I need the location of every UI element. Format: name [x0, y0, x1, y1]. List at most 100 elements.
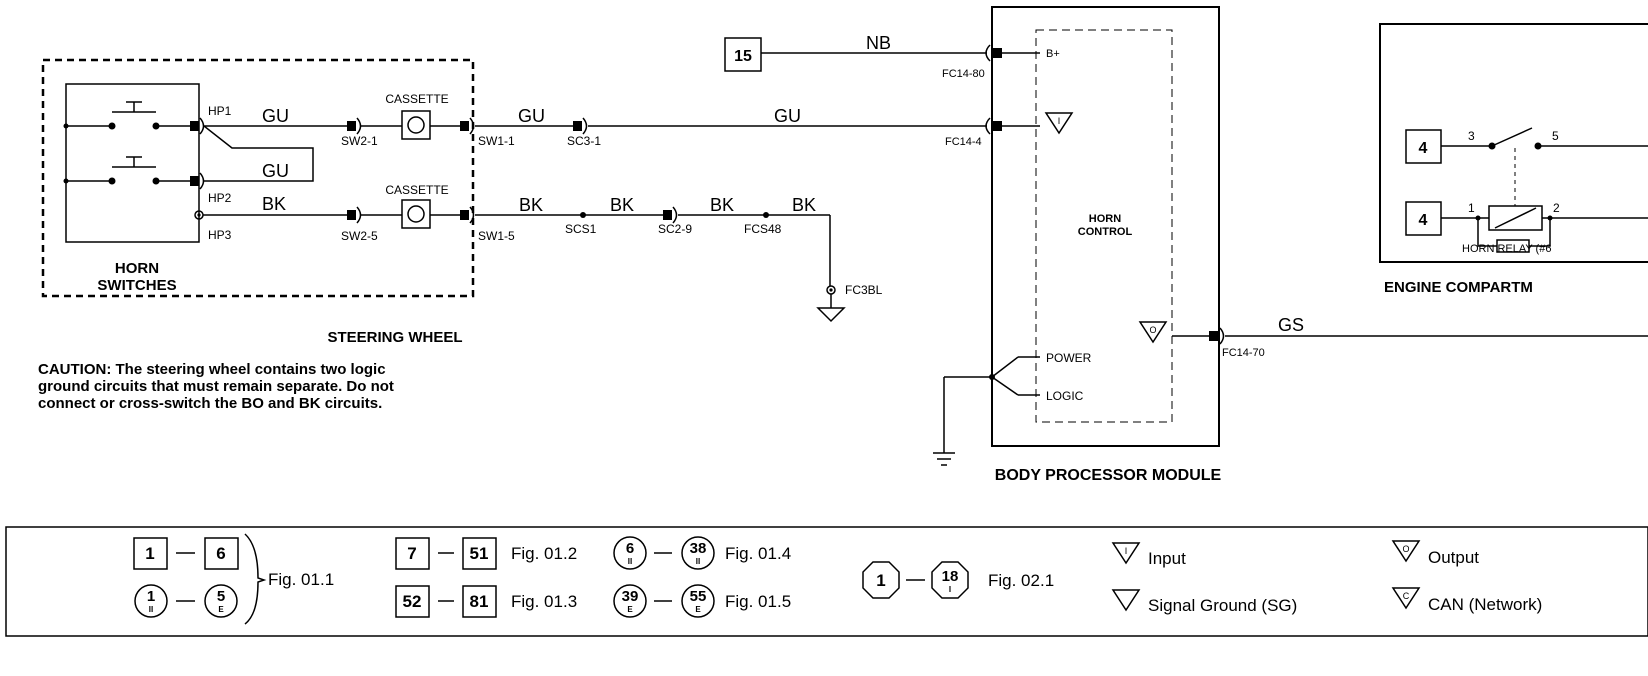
- input-symbol: [1044, 112, 1074, 135]
- steering-wheel: STEERING WHEEL HORN SWITCHES: [41, 58, 515, 346]
- horn-switch-box: [65, 83, 200, 243]
- wire-gu-label-4: GU: [774, 106, 801, 126]
- relay-pin-3: 3: [1468, 129, 1475, 143]
- legend-g1-d-sub: E: [218, 605, 224, 614]
- legend-g4-a: 6: [626, 540, 634, 557]
- hp2-label: HP2: [208, 191, 232, 205]
- horn-switch-lower: [66, 156, 192, 185]
- wire-gs-label: GS: [1278, 315, 1304, 335]
- cassette-lower-label: CASSETTE: [385, 183, 448, 197]
- ref-4a: 4: [1419, 140, 1428, 157]
- legend-g4-fig: Fig. 01.4: [725, 544, 791, 563]
- legend-g6-fig: Fig. 02.1: [988, 571, 1054, 590]
- sw1-5-label: SW1-5: [478, 229, 515, 243]
- fc14-4-label: FC14-4: [945, 136, 982, 148]
- body-processor-module: BODY PROCESSOR MODULE B+ FC14-80 I FC14-…: [933, 6, 1648, 484]
- sw2-1-label: SW2-1: [341, 134, 378, 148]
- steering-wheel-label: STEERING WHEEL: [327, 329, 462, 346]
- output-symbol: [1138, 321, 1168, 344]
- legend-g3-fig: Fig. 01.3: [511, 592, 577, 611]
- hp1-pin: [190, 121, 199, 131]
- legend-g6-b-sub: I: [949, 585, 951, 594]
- legend-g1-c: 1: [147, 588, 155, 605]
- legend-g1-fig: Fig. 01.1: [268, 570, 334, 589]
- hp2-pin: [190, 176, 199, 186]
- legend-sg-icon: [1111, 589, 1141, 612]
- scs1-splice: [580, 212, 586, 218]
- bplus-label: B+: [1046, 48, 1060, 60]
- caution-line-1: CAUTION: The steering wheel contains two…: [38, 361, 386, 378]
- legend-output-icon: [1391, 540, 1421, 563]
- legend-g1-c-sub: II: [149, 605, 153, 614]
- legend-g2-fig: Fig. 01.2: [511, 544, 577, 563]
- caution-line-2: ground circuits that must remain separat…: [38, 378, 394, 395]
- wire-bk-label-1: BK: [262, 194, 286, 214]
- hp1-label: HP1: [208, 104, 232, 118]
- horn-switches-label-1: HORN: [115, 260, 159, 277]
- legend-g4-a-sub: II: [628, 557, 632, 566]
- wire-bk-label-5: BK: [792, 195, 816, 215]
- horn-switches-label-2: SWITCHES: [97, 277, 176, 294]
- wire-gu-label-2: GU: [262, 161, 289, 181]
- legend-can-icon: [1391, 587, 1421, 610]
- legend-g2-b: 51: [470, 544, 489, 563]
- ref-15: 15: [734, 48, 752, 65]
- horn-control-label-2: CONTROL: [1078, 226, 1133, 238]
- legend-input-sym: I: [1125, 546, 1128, 556]
- cassette-upper-label: CASSETTE: [385, 92, 448, 106]
- legend-g5-fig: Fig. 01.5: [725, 592, 791, 611]
- legend-g4-b-sub: II: [696, 557, 700, 566]
- horn-switch-upper: [66, 101, 192, 130]
- legend-g4-b: 38: [690, 540, 707, 557]
- relay-pin-5: 5: [1552, 129, 1559, 143]
- legend-g5-a-sub: E: [627, 605, 633, 614]
- ref-15-box: [724, 37, 762, 72]
- legend-input: Input: [1148, 549, 1186, 568]
- legend-g5-b: 55: [690, 588, 707, 605]
- steering-wheel-boundary: [41, 58, 475, 298]
- relay-pin-1: 1: [1468, 201, 1475, 215]
- bpm-title: BODY PROCESSOR MODULE: [995, 467, 1222, 484]
- legend-frame: [5, 526, 1648, 637]
- bpm-box: [991, 6, 1220, 447]
- legend-g3-a: 52: [403, 592, 422, 611]
- ref-4b: 4: [1419, 212, 1428, 229]
- sw1-1-label: SW1-1: [478, 134, 515, 148]
- engine-title: ENGINE COMPARTM: [1384, 279, 1533, 296]
- signal-ground-symbol: [816, 307, 846, 323]
- sc3-1-label: SC3-1: [567, 134, 601, 148]
- engine-box: [1379, 23, 1648, 263]
- wire-bk-label-2: BK: [519, 195, 543, 215]
- legend-input-icon: [1111, 542, 1141, 565]
- legend-output-sym: O: [1402, 544, 1409, 554]
- wire-bk-label-4: BK: [710, 195, 734, 215]
- ref-4a-box: [1405, 129, 1442, 164]
- bpm-inner: [1035, 29, 1173, 423]
- nb-circuit: 15 NB: [724, 33, 987, 72]
- cassette-upper: [401, 110, 431, 140]
- legend-g5-b-sub: E: [695, 605, 701, 614]
- legend-can: CAN (Network): [1428, 595, 1542, 614]
- input-symbol-text: I: [1058, 116, 1061, 126]
- sc2-9-label: SC2-9: [658, 222, 692, 236]
- horn-control-label-1: HORN: [1089, 213, 1121, 225]
- fcs48-label: FCS48: [744, 222, 782, 236]
- relay-pin-2: 2: [1553, 201, 1560, 215]
- wire-bk-label-3: BK: [610, 195, 634, 215]
- legend-g2-a: 7: [407, 544, 416, 563]
- legend-g5-a: 39: [622, 588, 639, 605]
- legend-g1-b: 6: [216, 544, 225, 563]
- fcs48-splice: [763, 212, 769, 218]
- bk-circuit: BK SCS1 BK SC2-9 BK FCS48 BK FC3BL: [475, 195, 883, 323]
- sw2-5-label: SW2-5: [341, 229, 378, 243]
- fc3bl-label: FC3BL: [845, 283, 883, 297]
- horn-relay-label: HORN RELAY (#6: [1462, 243, 1551, 255]
- output-symbol-text: O: [1149, 325, 1156, 335]
- wire-gu-label-1: GU: [262, 106, 289, 126]
- wire-gu-jumper: [203, 125, 314, 182]
- caution-line-3: connect or cross-switch the BO and BK ci…: [38, 395, 382, 412]
- legend-output: Output: [1428, 548, 1479, 567]
- caution-note: CAUTION: The steering wheel contains two…: [38, 361, 394, 412]
- engine-compartment: ENGINE COMPARTM 4 4 3 5 1 2 HORN RELAY (…: [1379, 23, 1648, 296]
- hp3-label: HP3: [208, 228, 232, 242]
